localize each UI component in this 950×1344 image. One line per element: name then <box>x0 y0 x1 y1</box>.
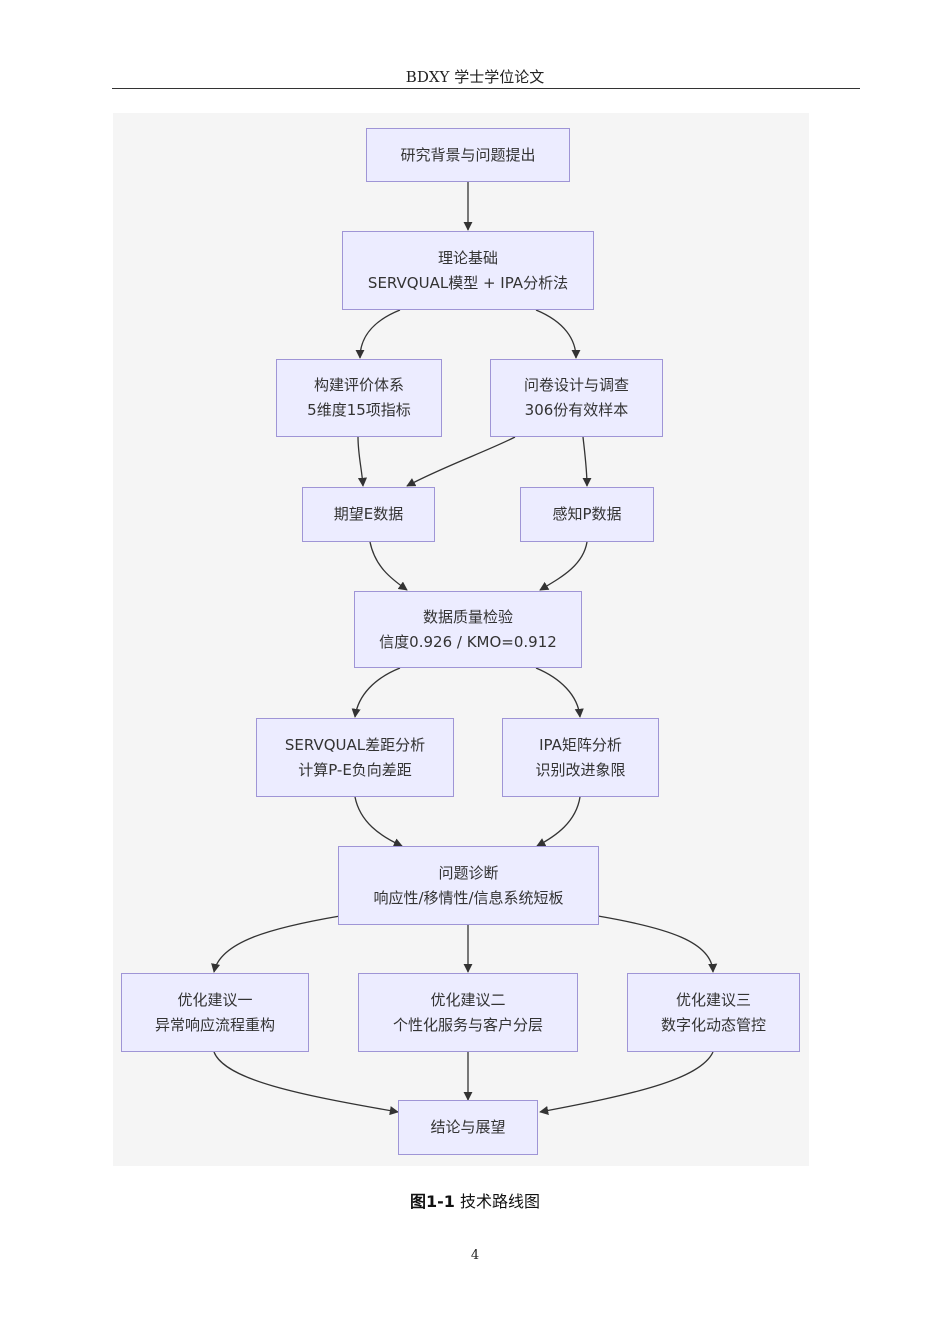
node-detail: SERVQUAL模型 + IPA分析法 <box>367 273 569 292</box>
node-suggestion-one: 优化建议一 异常响应流程重构 <box>121 973 309 1052</box>
node-title: 理论基础 <box>437 248 498 267</box>
node-title: 数据质量检验 <box>422 607 513 626</box>
figure-caption: 图1-1 技术路线图 <box>0 1188 950 1212</box>
node-title: 构建评价体系 <box>313 376 404 394</box>
edge-diagnosis-sugg3 <box>597 915 718 973</box>
node-label: 感知P数据 <box>552 505 622 523</box>
node-suggestion-three: 优化建议三 数字化动态管控 <box>627 973 800 1052</box>
edge-servqual-diagnosis <box>354 796 403 847</box>
node-label: 期望E数据 <box>333 505 404 523</box>
node-title: 优化建议三 <box>675 990 751 1009</box>
node-data-quality-check: 数据质量检验 信度0.926 / KMO=0.912 <box>354 591 582 668</box>
edge-quality-ipa <box>535 667 584 718</box>
node-evaluation-system: 构建评价体系 5维度15项指标 <box>276 359 442 437</box>
node-ipa-matrix-analysis: IPA矩阵分析 识别改进象限 <box>502 718 659 797</box>
node-title: 问卷设计与调查 <box>523 376 629 394</box>
node-title: 优化建议一 <box>177 990 253 1009</box>
node-suggestion-two: 优化建议二 个性化服务与客户分层 <box>358 973 578 1052</box>
node-title: 问题诊断 <box>438 863 499 882</box>
edge-quality-servqual <box>351 667 401 718</box>
node-questionnaire-survey: 问卷设计与调查 306份有效样本 <box>490 359 663 437</box>
figure-label: 图1-1 <box>409 1192 455 1211</box>
node-detail: 异常响应流程重构 <box>154 1015 275 1034</box>
edge-ipa-diagnosis <box>536 796 581 847</box>
node-detail: 个性化服务与客户分层 <box>392 1015 543 1034</box>
node-title: IPA矩阵分析 <box>539 735 622 754</box>
edge-perceive-quality <box>539 541 588 591</box>
node-conclusion-outlook: 结论与展望 <box>398 1100 538 1155</box>
node-title: SERVQUAL差距分析 <box>284 735 426 754</box>
node-label: 结论与展望 <box>430 1118 506 1136</box>
edge-sugg3-conclusion <box>539 1051 714 1115</box>
edge-indicators-expect <box>357 436 368 487</box>
page-header-title: BDXY 学士学位论文 <box>405 68 545 86</box>
node-perception-data: 感知P数据 <box>520 487 654 542</box>
header-rule <box>112 88 860 89</box>
node-label: 研究背景与问题提出 <box>400 145 536 164</box>
figure-title: 技术路线图 <box>460 1192 541 1211</box>
node-theory-basis: 理论基础 SERVQUAL模型 + IPA分析法 <box>342 231 594 310</box>
edge-survey-expect <box>406 436 516 487</box>
node-servqual-gap-analysis: SERVQUAL差距分析 计算P-E负向差距 <box>256 718 454 797</box>
node-problem-diagnosis: 问题诊断 响应性/移情性/信息系统短板 <box>338 846 599 925</box>
node-detail: 306份有效样本 <box>524 401 629 419</box>
node-detail: 信度0.926 / KMO=0.912 <box>379 632 557 651</box>
node-detail: 响应性/移情性/信息系统短板 <box>373 888 564 907</box>
edge-theory-indicators <box>355 309 401 359</box>
edge-survey-perceive <box>582 436 592 487</box>
node-detail: 识别改进象限 <box>535 760 626 779</box>
edge-sugg1-conclusion <box>213 1051 399 1116</box>
page-number: 4 <box>470 1248 480 1263</box>
node-detail: 计算P-E负向差距 <box>298 760 412 779</box>
edge-theory-survey <box>535 309 581 359</box>
node-detail: 数字化动态管控 <box>660 1015 766 1034</box>
edge-diagnosis-sugg1 <box>211 915 341 973</box>
node-detail: 5维度15项指标 <box>307 401 411 419</box>
node-title: 优化建议二 <box>430 990 506 1009</box>
node-research-background: 研究背景与问题提出 <box>366 128 570 182</box>
node-expectation-data: 期望E数据 <box>302 487 435 542</box>
edge-expect-quality <box>369 541 408 591</box>
